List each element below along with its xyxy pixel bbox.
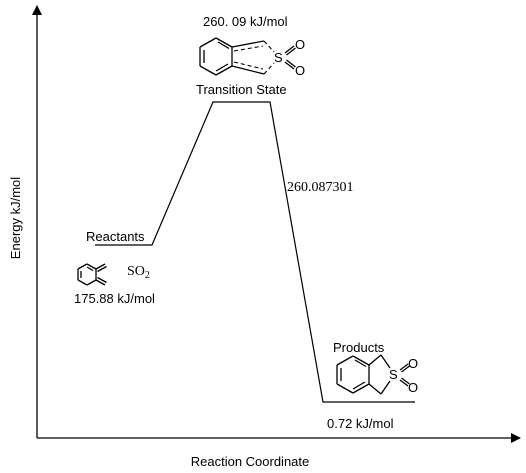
transition-state-label: Transition State (196, 82, 287, 97)
product-oxygen-top-label: O (408, 356, 418, 371)
descent-value: 260.087301 (287, 180, 354, 195)
x-axis-label: Reaction Coordinate (191, 454, 310, 469)
ts-oxygen-bottom-label: O (295, 63, 305, 78)
reactants-label: Reactants (86, 229, 145, 244)
product-oxygen-bottom-label: O (408, 380, 418, 395)
energy-profile (95, 101, 415, 403)
transition-state-energy: 260. 09 kJ/mol (203, 14, 288, 29)
products-energy: 0.72 kJ/mol (327, 416, 394, 431)
product-sulfur-label: S (389, 367, 398, 382)
reactants-energy: 175.88 kJ/mol (74, 291, 155, 306)
product-structure (336, 354, 410, 395)
so2-formula: SO2 (127, 264, 150, 281)
y-axis-label: Energy kJ/mol (8, 177, 23, 259)
ts-sulfur-label: S (274, 50, 283, 65)
ts-oxygen-top-label: O (295, 37, 305, 52)
products-label: Products (333, 340, 385, 355)
transition-state-structure (199, 37, 296, 76)
o-xylylene-structure (77, 263, 107, 286)
